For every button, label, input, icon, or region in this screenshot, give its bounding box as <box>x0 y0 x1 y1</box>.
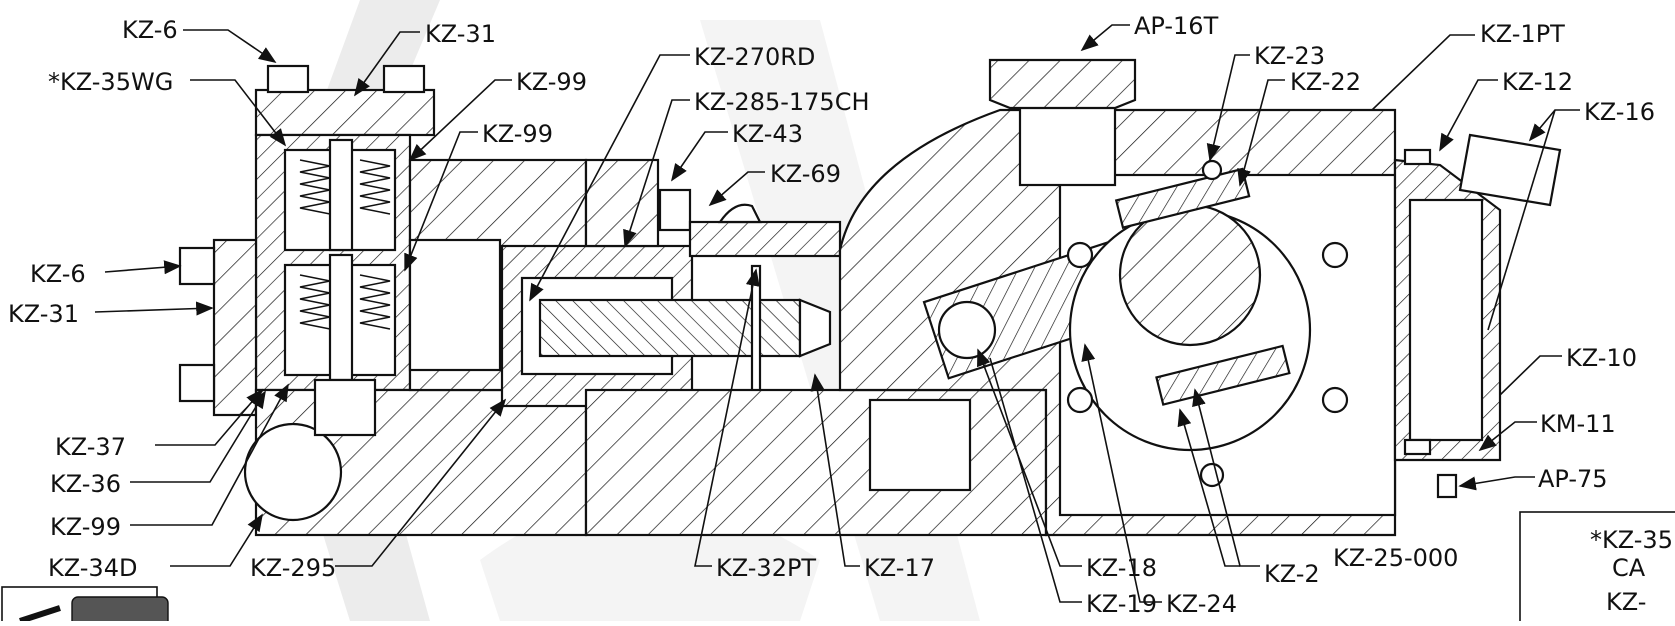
note-box: *KZ-35 CA KZ- <box>1519 511 1675 626</box>
breather-neck <box>1018 103 1117 187</box>
leader-lines <box>94 24 1580 603</box>
bolt-hole-1 <box>1066 241 1094 269</box>
callout-kz34d: KZ-34D <box>48 554 137 582</box>
rod-cap-bottom <box>1155 344 1291 406</box>
bolt-hole-3 <box>1321 241 1349 269</box>
cover-bolt-top <box>1403 148 1432 166</box>
cap-bolt-right <box>382 64 426 94</box>
note-line-3: KZ- <box>1606 588 1646 616</box>
wing-nut <box>717 203 762 224</box>
callout-kz6-top: KZ-6 <box>122 16 178 44</box>
crankcase <box>838 58 1562 537</box>
valve-stem-upper <box>328 138 354 252</box>
plunger-tip <box>798 298 832 358</box>
callout-kz35wg: *KZ-35WG <box>48 68 173 96</box>
bolt-hole-6 <box>1201 159 1223 181</box>
valve-head-assembly <box>178 64 588 537</box>
wrist-pin <box>937 300 997 360</box>
callout-kz32pt: KZ-32PT <box>716 554 816 582</box>
callout-kz12: KZ-12 <box>1502 68 1573 96</box>
callout-kz24: KZ-24 <box>1166 590 1237 618</box>
cover-inner <box>1408 198 1484 442</box>
callout-kz36: KZ-36 <box>50 470 121 498</box>
lock-nut <box>658 188 692 232</box>
side-cover-plate <box>212 238 258 417</box>
callout-ap16t: AP-16T <box>1134 12 1219 40</box>
oil-sight-glass <box>1458 133 1562 207</box>
callout-kz270rd: KZ-270RD <box>694 43 815 71</box>
valve-stem-lower <box>328 253 354 382</box>
callout-kz19: KZ-19 <box>1086 590 1157 618</box>
callout-kz23: KZ-23 <box>1254 42 1325 70</box>
callout-kz37: KZ-37 <box>55 433 126 461</box>
callout-kz99-b: KZ-99 <box>482 120 553 148</box>
cover-bolt-bottom <box>1403 438 1432 456</box>
bolt-hole-5 <box>1199 462 1225 488</box>
breather-cap <box>988 58 1137 110</box>
callout-km11: KM-11 <box>1540 410 1616 438</box>
valve-springs <box>299 159 391 330</box>
callout-kz1pt: KZ-1PT <box>1480 20 1565 48</box>
callout-kz17: KZ-17 <box>864 554 935 582</box>
inlet-port <box>243 422 343 522</box>
inset-part-image <box>71 596 169 626</box>
guide-tube <box>688 220 842 258</box>
head-cap-plate <box>254 88 436 137</box>
callout-kz25: KZ-25-000 <box>1333 544 1458 572</box>
callout-kz295: KZ-295 <box>250 554 336 582</box>
bolt-hole-4 <box>1321 386 1349 414</box>
crankshaft <box>1118 203 1262 347</box>
callout-kz99-a: KZ-99 <box>516 68 587 96</box>
note-line-1: *KZ-35 <box>1590 526 1673 554</box>
side-bolt-bottom <box>178 363 216 403</box>
callout-kz31-top: KZ-31 <box>425 20 496 48</box>
callout-kz69: KZ-69 <box>770 160 841 188</box>
callout-ap75: AP-75 <box>1538 465 1608 493</box>
callout-kz285: KZ-285-175CH <box>694 88 870 116</box>
inlet-neck <box>313 378 377 437</box>
callout-kz99-c: KZ-99 <box>50 513 121 541</box>
bolt-hole-2 <box>1066 386 1094 414</box>
lower-cavity <box>868 398 972 492</box>
cylinder-block <box>408 158 1048 537</box>
callout-kz2: KZ-2 <box>1264 560 1320 588</box>
callout-kz10: KZ-10 <box>1566 344 1637 372</box>
drain-plug <box>1436 473 1458 499</box>
callout-kz16: KZ-16 <box>1584 98 1655 126</box>
lower-body <box>584 388 1048 537</box>
cap-bolt-left <box>266 64 310 94</box>
side-bolt-top <box>178 246 216 286</box>
callout-kz18: KZ-18 <box>1086 554 1157 582</box>
callout-kz22: KZ-22 <box>1290 68 1361 96</box>
inset-arrow <box>19 605 61 624</box>
note-line-2: CA <box>1612 554 1646 582</box>
callout-kz43: KZ-43 <box>732 120 803 148</box>
callout-labels: KZ-6 KZ-31 *KZ-35WG KZ-99 KZ-99 KZ-6 KZ-… <box>8 12 1655 618</box>
manifold-bore <box>408 238 502 372</box>
callout-kz6-side: KZ-6 <box>30 260 86 288</box>
callout-kz31-side: KZ-31 <box>8 300 79 328</box>
cylinder-flange <box>584 158 660 248</box>
inset-box <box>1 586 169 626</box>
